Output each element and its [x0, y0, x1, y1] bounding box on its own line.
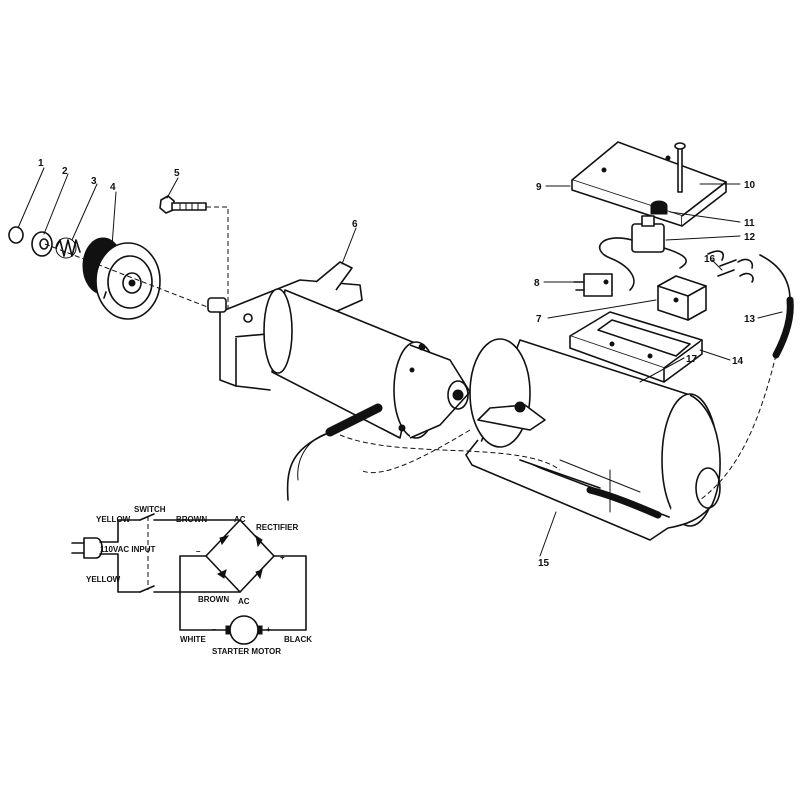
label-rectifier: RECTIFIER [256, 523, 298, 532]
label-brown-bottom: BROWN [198, 595, 229, 604]
leader-lines [17, 167, 783, 557]
wiring-schematic: SWITCH YELLOW 110VAC INPUT YELLOW BROWN … [71, 505, 312, 656]
starter-motor-symbol [225, 615, 263, 645]
switch-symbol [139, 513, 155, 593]
label-white: WHITE [180, 635, 206, 644]
part-15-motor-housing [465, 338, 721, 541]
part-13-hose [699, 254, 794, 501]
part-1-snap-ring [8, 226, 24, 244]
part-7-rectifier-block [657, 275, 707, 321]
label-minus-motor: – [212, 625, 217, 634]
callout-10: 10 [744, 180, 756, 191]
label-plus-rectifier: + [280, 553, 285, 562]
label-ac-top: AC [234, 515, 246, 524]
callout-15: 15 [538, 558, 550, 569]
callout-3: 3 [91, 176, 97, 187]
part-3-spring [55, 237, 81, 259]
label-brown-top: BROWN [176, 515, 207, 524]
callout-9: 9 [536, 182, 542, 193]
part-8-connector [573, 273, 613, 297]
callout-7: 7 [536, 314, 542, 325]
part-4-drive-gear [82, 237, 161, 320]
part-2-washer [31, 231, 53, 257]
part-6-starter-motor [207, 261, 471, 501]
label-starter-motor: STARTER MOTOR [212, 647, 281, 656]
callout-5: 5 [174, 168, 180, 179]
part-10-screw [674, 142, 686, 193]
callout-14: 14 [732, 356, 744, 367]
label-minus-rectifier: – [196, 547, 201, 556]
callout-8: 8 [534, 278, 540, 289]
label-yellow-bottom: YELLOW [86, 575, 121, 584]
part-14-box-base [569, 311, 703, 383]
label-yellow-top: YELLOW [96, 515, 131, 524]
part-5-bolt [159, 195, 207, 214]
label-plus-motor: + [266, 625, 271, 634]
callout-2: 2 [62, 166, 68, 177]
plug-icon [71, 537, 103, 559]
part-11-nut [650, 200, 668, 215]
gear-axis-line [44, 243, 211, 309]
callout-numbers: 1 2 3 4 5 6 7 8 9 10 11 12 13 14 15 16 1… [38, 158, 756, 569]
callout-16: 16 [704, 254, 716, 265]
callout-17: 17 [686, 354, 698, 365]
rectifier-bridge [205, 519, 275, 593]
wire-path-dashed-2 [359, 429, 471, 474]
wire-path-dashed [339, 434, 561, 471]
bolt-guide-line [206, 206, 229, 310]
callout-12: 12 [744, 232, 756, 243]
label-switch: SWITCH [134, 505, 166, 514]
callout-11: 11 [744, 218, 755, 229]
part-16-terminals [707, 250, 754, 283]
callout-4: 4 [110, 182, 116, 193]
callout-1: 1 [38, 158, 44, 169]
part-12-switch [598, 215, 687, 291]
callout-6: 6 [352, 219, 358, 230]
callout-13: 13 [744, 314, 756, 325]
label-black: BLACK [284, 635, 312, 644]
label-ac-bottom: AC [238, 597, 250, 606]
label-input: 110VAC INPUT [100, 545, 156, 554]
